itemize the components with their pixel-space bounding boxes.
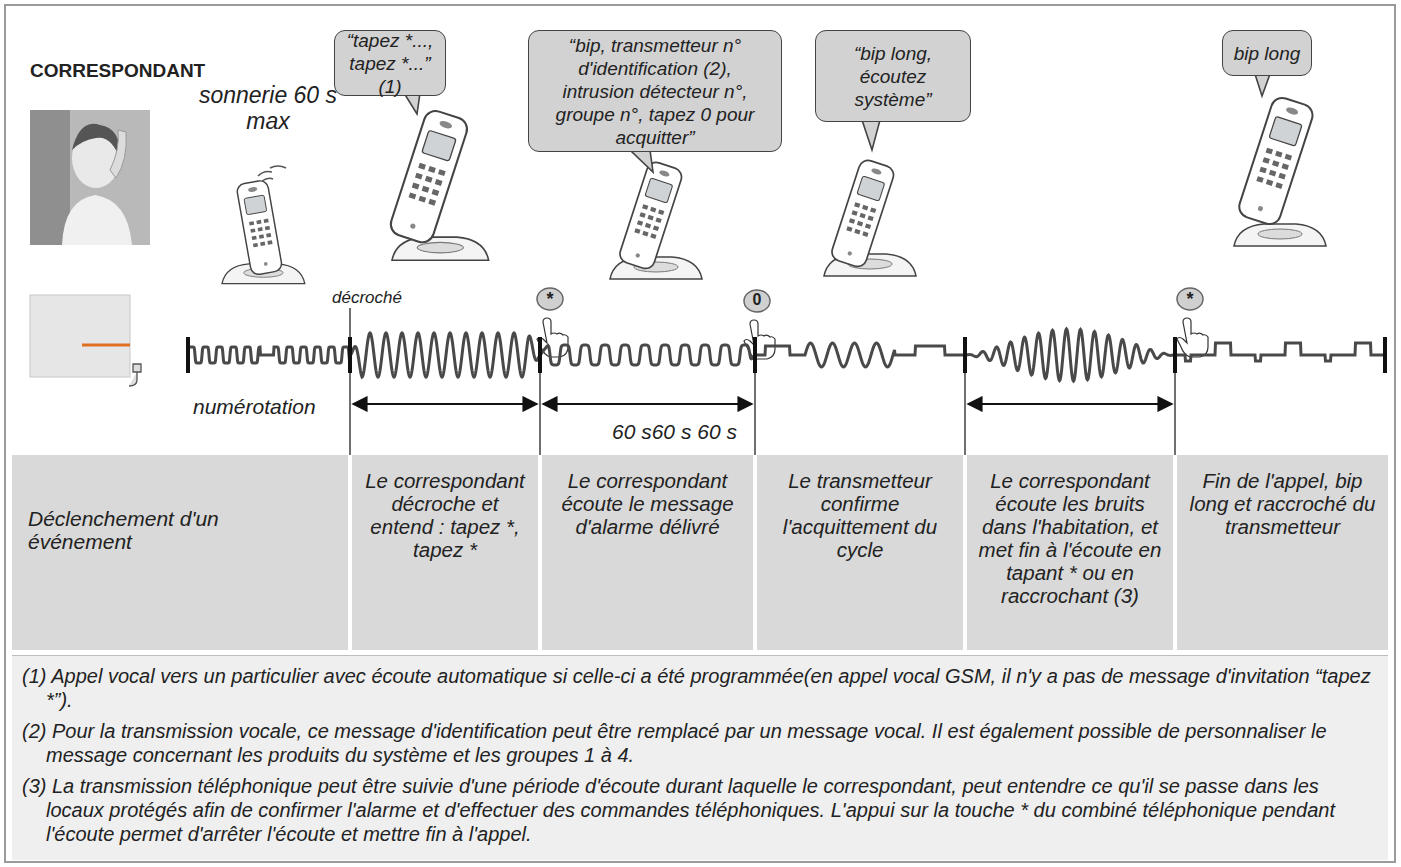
speech-bubble: “tapez *..., tapez *...” (1) (334, 30, 446, 96)
speech-bubble: “bip, transmetteur n° d'identification (… (528, 30, 782, 152)
dialing-label: numérotation (193, 395, 353, 419)
speech-bubble: “bip long, écoutez système” (815, 30, 971, 122)
timeline-marker (963, 337, 967, 373)
signal-waveform (186, 329, 1387, 381)
bubble-text-wrap: “bip, transmetteur n° d'identification (… (544, 34, 766, 149)
step-cell: Fin de l'appel, bip long et raccroché du… (1177, 455, 1388, 650)
bubble-text-wrap: bip long (1225, 42, 1309, 65)
node-text: Le correspondant décroche et entend : ta… (360, 469, 530, 561)
key-symbol: * (1177, 289, 1203, 310)
key-symbol: 0 (744, 291, 770, 309)
phone-handset (824, 158, 916, 276)
signal-line (188, 329, 1385, 381)
node-text: Fin de l'appel, bip long et raccroché du… (1185, 469, 1380, 538)
timeline-marker (348, 337, 352, 373)
timeline-marker (186, 337, 190, 373)
step-cell: Le correspondant écoute le message d'ala… (542, 455, 753, 650)
timeline-marker (753, 337, 757, 373)
step-cell: Le correspondant décroche et entend : ta… (352, 455, 538, 650)
transmitter-device (30, 295, 141, 386)
phone-handset (388, 108, 489, 260)
step-cell: Le correspondant écoute les bruits dans … (967, 455, 1173, 650)
node-text: bip long (1225, 42, 1309, 65)
node-text: Déclenchement d'un événement (28, 507, 238, 553)
person-photo (30, 110, 150, 245)
footnote-text: (2) Pour la transmission vocale, ce mess… (22, 719, 1378, 767)
node-text: Le correspondant écoute les bruits dans … (975, 469, 1165, 607)
timeline-marker (1383, 337, 1387, 373)
node-text: Le correspondant écoute le message d'ala… (550, 469, 745, 538)
ring-note: sonnerie 60 s max (198, 82, 338, 135)
phone-handset (1234, 95, 1326, 246)
footnote-box: (1) Appel vocal vers un particulier avec… (12, 655, 1388, 860)
footnote-text: (1) Appel vocal vers un particulier avec… (22, 664, 1378, 712)
node-text: “bip long, écoutez système” (828, 42, 958, 111)
key-symbol: * (537, 289, 563, 310)
bubble-text-wrap: “bip long, écoutez système” (828, 42, 958, 111)
node-text: “bip, transmetteur n° d'identification (… (544, 34, 766, 149)
timeline-marker (538, 337, 542, 373)
duration-arrows (353, 403, 1172, 405)
timeline-marker (1173, 337, 1177, 373)
outer-frame (5, 5, 1395, 862)
footnote-text: (3) La transmission téléphonique peut êt… (22, 774, 1378, 846)
heading: CORRESPONDANT (30, 60, 205, 82)
node-text: Le transmetteur confirme l'acquittement … (765, 469, 955, 561)
duration-label: 60 s60 s 60 s (612, 420, 792, 444)
phone-handset (610, 160, 702, 279)
step-cell: Déclenchement d'un événement (12, 455, 348, 650)
key-buttons (537, 288, 1203, 312)
phone-ringing (222, 166, 305, 284)
step-cell: Le transmetteur confirme l'acquittement … (757, 455, 963, 650)
bubble-text-wrap: “tapez *..., tapez *...” (1) (338, 29, 442, 98)
node-text: “tapez *..., tapez *...” (1) (338, 29, 442, 98)
speech-bubble: bip long (1222, 30, 1312, 76)
pickup-label: décroché (332, 288, 422, 308)
